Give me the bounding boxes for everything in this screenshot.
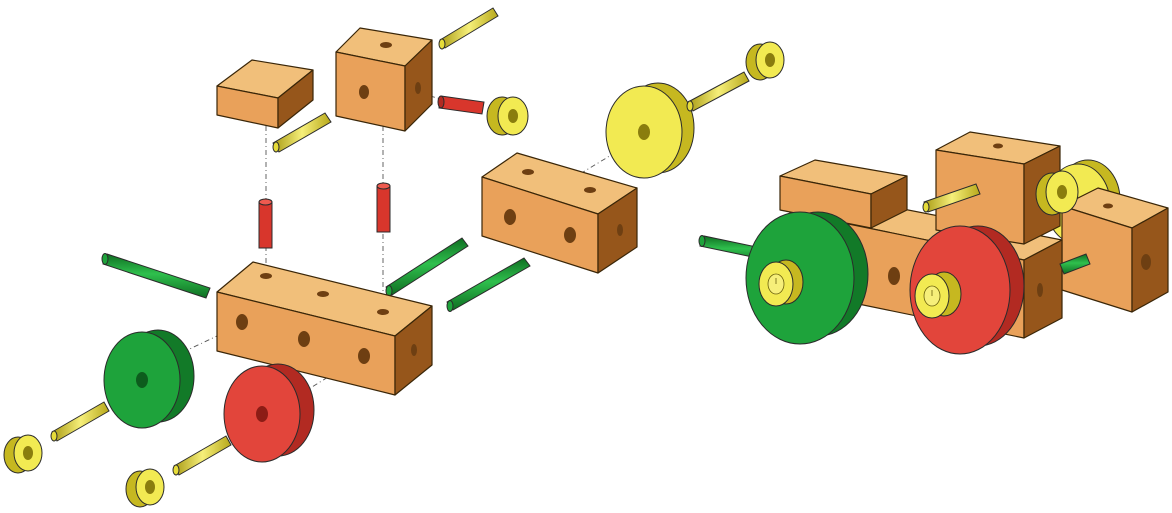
hole	[298, 331, 310, 347]
green-axle	[385, 237, 469, 297]
hole	[1037, 283, 1043, 297]
yellow-wheel	[605, 82, 695, 179]
small-block	[779, 159, 908, 229]
red-wheel	[223, 363, 315, 463]
assembled-view	[698, 131, 1169, 355]
hole	[411, 344, 417, 356]
hole	[380, 42, 392, 48]
red-pin	[376, 182, 391, 233]
yellow-screw	[922, 183, 981, 213]
collar	[758, 259, 804, 307]
medium-block	[1061, 187, 1169, 313]
green-axle	[446, 257, 531, 312]
collar	[1035, 170, 1079, 216]
hole	[377, 309, 389, 315]
hole	[236, 314, 248, 330]
hole	[1141, 254, 1151, 270]
long-block	[216, 261, 433, 396]
collar	[3, 434, 43, 474]
collar	[914, 271, 962, 319]
hole	[504, 209, 516, 225]
hole	[993, 143, 1003, 149]
yellow-screw	[172, 435, 232, 476]
green-axle	[1059, 253, 1091, 275]
collar	[486, 96, 529, 136]
hole	[415, 82, 421, 94]
exploded-view	[3, 7, 785, 508]
cube-block	[335, 27, 433, 132]
green-axle	[101, 253, 211, 299]
yellow-screw	[50, 401, 110, 442]
medium-block	[481, 152, 638, 274]
hole	[522, 169, 534, 175]
hole	[617, 224, 623, 236]
hole	[359, 85, 369, 99]
hole	[584, 187, 596, 193]
collar	[745, 41, 785, 81]
hole	[358, 348, 370, 364]
yellow-screw	[438, 7, 499, 50]
hole	[564, 227, 576, 243]
hole	[888, 267, 900, 285]
red-pin	[437, 95, 485, 115]
cube-block	[935, 131, 1061, 245]
collar	[125, 468, 165, 508]
yellow-screw	[272, 112, 332, 153]
small-block	[216, 59, 314, 129]
hole	[1103, 203, 1113, 209]
hole	[260, 273, 272, 279]
hole	[317, 291, 329, 297]
red-pin	[258, 198, 273, 249]
green-wheel	[103, 329, 195, 429]
yellow-screw	[686, 71, 750, 112]
